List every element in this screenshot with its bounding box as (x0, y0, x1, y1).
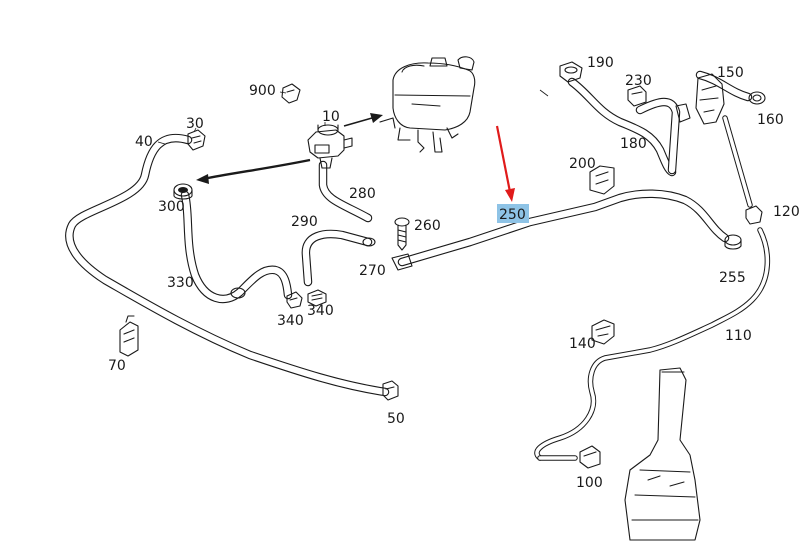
label-160: 160 (757, 112, 784, 128)
bracket-70 (119, 315, 139, 357)
clip-230 (627, 85, 647, 107)
leader-lines (157, 89, 549, 145)
connector-120 (745, 205, 763, 225)
line-110 (534, 227, 771, 461)
sensor-900 (281, 83, 301, 104)
highlight-box-250 (497, 204, 529, 223)
clamp-340-left (286, 291, 303, 309)
washer-reservoir (624, 367, 701, 541)
label-255: 255 (719, 270, 746, 286)
label-340-left: 340 (277, 313, 304, 329)
label-10: 10 (322, 109, 340, 125)
housing-150 (675, 73, 725, 125)
hose-280 (318, 160, 373, 223)
label-230: 230 (625, 73, 652, 89)
label-250: 250 (499, 207, 526, 223)
clamp-300 (173, 183, 193, 200)
clamp-160 (748, 91, 766, 105)
label-280: 280 (349, 186, 376, 202)
label-150: 150 (717, 65, 744, 81)
label-190: 190 (587, 55, 614, 71)
label-100: 100 (576, 475, 603, 491)
label-110: 110 (725, 328, 752, 344)
arrow-pump-to-tank (343, 113, 383, 127)
label-270: 270 (359, 263, 386, 279)
label-900: 900 (249, 83, 276, 99)
hose-40 (65, 134, 390, 397)
hose-250 (397, 189, 730, 267)
line-120 (722, 115, 753, 208)
label-30: 30 (186, 116, 204, 132)
hose-180 (567, 77, 681, 177)
label-180: 180 (620, 136, 647, 152)
label-140: 140 (569, 336, 596, 352)
hose-290 (301, 229, 373, 287)
part-labels: 900 10 30 40 300 280 290 260 270 330 340… (108, 55, 800, 491)
clamp-330-mid (230, 287, 246, 299)
label-340-right: 340 (307, 303, 334, 319)
clamp-340-right (307, 289, 327, 307)
expansion-tank (379, 56, 476, 153)
label-50: 50 (387, 411, 405, 427)
connector-190 (559, 61, 583, 83)
pump-10 (307, 124, 353, 169)
arrow-pump-to-clamp300 (196, 158, 311, 184)
label-290: 290 (291, 214, 318, 230)
label-260: 260 (414, 218, 441, 234)
clamp-50 (382, 380, 399, 401)
highlight-arrow (495, 125, 515, 202)
label-120: 120 (773, 204, 800, 220)
clamp-30 (187, 129, 206, 151)
label-300: 300 (158, 199, 185, 215)
label-40: 40 (135, 134, 153, 150)
connector-270 (362, 237, 413, 271)
screw-260 (394, 217, 410, 251)
clamp-255 (724, 234, 742, 250)
clamp-100 (579, 445, 601, 469)
label-70: 70 (108, 358, 126, 374)
hose-330 (180, 190, 293, 304)
label-200: 200 (569, 156, 596, 172)
label-330: 330 (167, 275, 194, 291)
bracket-140 (591, 319, 615, 345)
valve-200 (589, 165, 615, 195)
